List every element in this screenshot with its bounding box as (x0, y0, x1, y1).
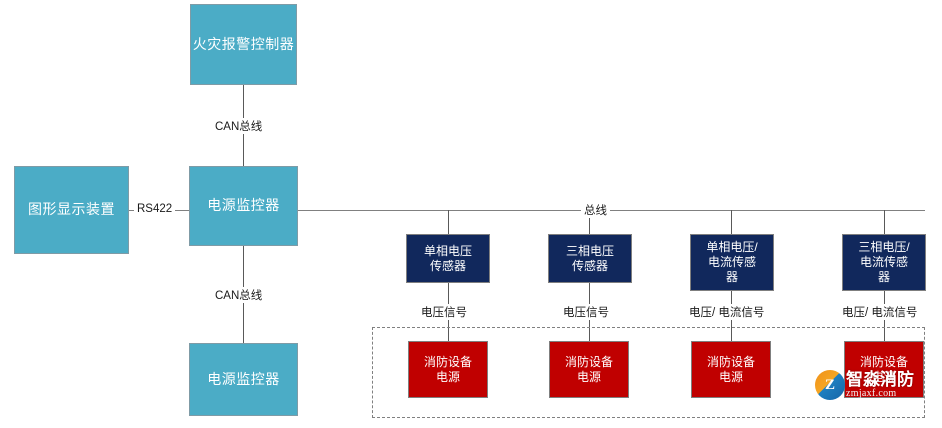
node-sensor-single-phase-voltage-current[interactable]: 单相电压/ 电流传感 器 (690, 234, 774, 291)
edge-label-signal-4: 电压/ 电流信号 (839, 304, 921, 320)
node-fire-equipment-power-2[interactable]: 消防设备 电源 (549, 341, 629, 398)
power-supply-group-boundary (372, 327, 925, 418)
edge-label-signal-2: 电压信号 (560, 304, 612, 320)
bus-riser-2 (589, 210, 590, 234)
node-sensor-three-phase-voltage-current[interactable]: 三相电压/ 电流传感 器 (842, 234, 926, 291)
node-fire-alarm-controller[interactable]: 火灾报警控制器 (190, 4, 297, 85)
node-fire-equipment-power-3[interactable]: 消防设备 电源 (691, 341, 771, 398)
edge-label-bus: 总线 (581, 202, 610, 218)
edge-label-rs422: RS422 (134, 203, 176, 215)
node-graphic-display-device[interactable]: 图形显示装置 (14, 166, 129, 254)
node-power-monitor-main[interactable]: 电源监控器 (189, 166, 298, 246)
node-fire-equipment-power-1[interactable]: 消防设备 电源 (408, 341, 488, 398)
edge-label-can-bus-bottom: CAN总线 (212, 287, 266, 303)
connector-alarm-to-monitor (243, 85, 244, 197)
edge-label-signal-1: 电压信号 (418, 304, 470, 320)
bus-riser-3 (731, 210, 732, 234)
node-fire-equipment-power-4[interactable]: 消防设备 电源 (844, 341, 924, 398)
edge-label-signal-3: 电压/ 电流信号 (686, 304, 768, 320)
bus-riser-4 (884, 210, 885, 234)
bus-riser-1 (448, 210, 449, 234)
bus-line (298, 210, 925, 211)
node-sensor-single-phase-voltage[interactable]: 单相电压 传感器 (406, 234, 490, 283)
node-sensor-three-phase-voltage[interactable]: 三相电压 传感器 (548, 234, 632, 283)
edge-label-can-bus-top: CAN总线 (212, 118, 266, 134)
node-power-monitor-sub[interactable]: 电源监控器 (189, 343, 298, 416)
